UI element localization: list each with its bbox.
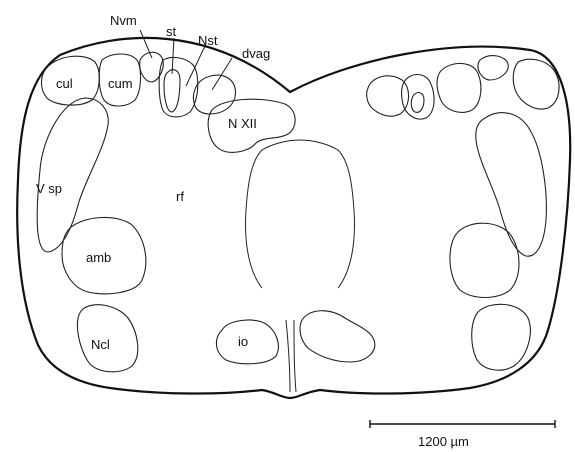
right-ncl-shape — [472, 304, 531, 370]
inferior-olive-right-shape — [300, 311, 375, 362]
leader-dvag — [212, 58, 232, 90]
label-st: st — [166, 24, 177, 39]
right-dorsal-nucleus-5 — [513, 59, 559, 109]
midline-left-contour — [246, 140, 300, 288]
label-amb: amb — [86, 250, 111, 265]
label-ncl: Ncl — [91, 337, 110, 352]
label-io: io — [238, 334, 248, 349]
midline-right-contour — [300, 140, 354, 288]
scale-bar-label: 1200 µm — [418, 434, 469, 449]
right-dorsal-nucleus-1 — [367, 76, 409, 116]
leader-st — [172, 38, 174, 74]
label-vsp: V sp — [36, 181, 62, 196]
right-dorsal-nucleus-inner — [411, 93, 424, 113]
pyramid-cleft — [286, 320, 296, 392]
label-nst: Nst — [198, 33, 218, 48]
label-nvm: Nvm — [110, 13, 137, 28]
label-dvag: dvag — [242, 46, 270, 61]
right-dorsal-nucleus-3 — [437, 63, 481, 112]
label-nxii: N XII — [228, 116, 257, 131]
scale-bar: 1200 µm — [370, 420, 555, 449]
solitary-tract-shape — [164, 70, 180, 112]
right-dorsal-nucleus-4 — [478, 56, 508, 80]
label-rf: rf — [176, 189, 184, 204]
spinal-trigeminal-shape — [37, 98, 108, 252]
label-cul: cul — [56, 76, 73, 91]
label-cum: cum — [108, 76, 133, 91]
nucleus-solitary-outer-shape — [159, 57, 198, 116]
